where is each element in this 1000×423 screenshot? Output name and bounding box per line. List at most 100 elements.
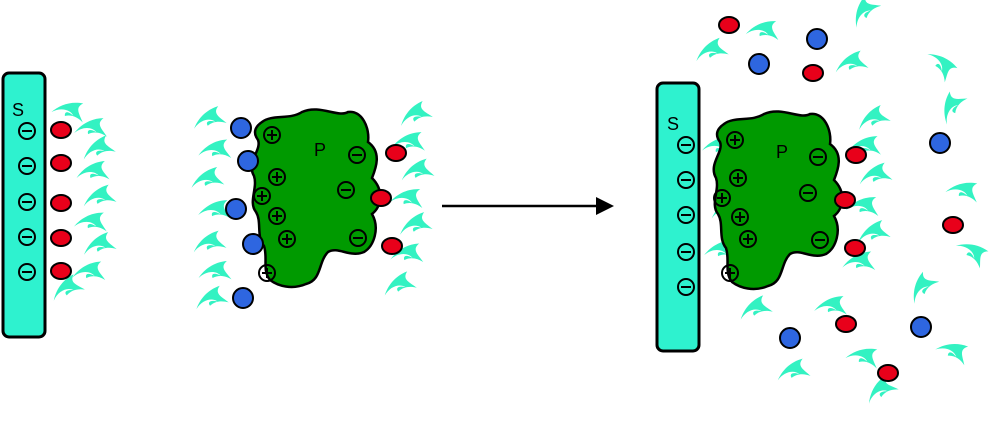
cation — [835, 315, 857, 333]
water-molecule — [51, 94, 89, 124]
released-species — [693, 0, 993, 404]
process-arrow — [442, 197, 614, 215]
cation — [385, 144, 407, 162]
water-molecule — [72, 258, 108, 282]
cation — [50, 229, 72, 247]
negative-charge — [337, 181, 355, 199]
protein-body-after — [712, 110, 844, 291]
released-cations — [718, 16, 964, 382]
water-molecule — [902, 267, 940, 304]
protein-positive-charges — [253, 126, 296, 282]
water-molecule — [399, 157, 435, 181]
cation — [50, 121, 72, 139]
cation — [381, 237, 403, 255]
water-molecule — [955, 232, 993, 270]
negative-charge — [18, 193, 36, 211]
water-molecule — [73, 207, 110, 233]
positive-charge — [731, 208, 749, 226]
cation — [50, 262, 72, 280]
positive-charge — [268, 168, 286, 186]
protein-negative-charges — [337, 146, 367, 247]
cation — [877, 364, 899, 382]
cation — [942, 216, 964, 234]
protein-negative-charges-after — [799, 148, 829, 249]
cation — [50, 194, 72, 212]
protein-counter-cations-after — [834, 146, 867, 257]
positive-charge — [739, 230, 757, 248]
anion — [242, 233, 264, 255]
water-molecule — [932, 86, 969, 125]
water-molecule — [855, 219, 891, 243]
left-surface-group: S — [1, 71, 117, 339]
water-molecule — [389, 183, 427, 210]
negative-charge — [348, 146, 366, 164]
cation — [834, 191, 856, 209]
water-molecule — [79, 134, 117, 160]
left-protein-group: P — [190, 99, 435, 310]
protein-counter-anions — [225, 117, 264, 309]
anion — [806, 28, 828, 50]
water-molecule — [814, 292, 850, 316]
water-molecule — [76, 159, 111, 181]
water-molecule — [854, 103, 892, 130]
surface-negative-charges-after — [677, 136, 695, 296]
anion — [748, 53, 770, 75]
negative-charge — [677, 136, 695, 154]
water-molecule — [844, 0, 882, 28]
negative-charge — [18, 228, 36, 246]
cation — [845, 146, 867, 164]
water-molecule — [81, 231, 117, 255]
anion — [230, 117, 252, 139]
water-molecule — [198, 136, 234, 160]
positive-charge — [726, 131, 744, 149]
surface-label: S — [12, 100, 24, 120]
protein-counter-cations — [370, 144, 407, 255]
negative-charge — [811, 231, 829, 249]
water-molecule — [191, 229, 227, 253]
anion — [237, 150, 259, 172]
water-molecule — [935, 333, 974, 367]
positive-charge — [729, 169, 747, 187]
water-molecule — [198, 259, 233, 281]
positive-charge — [268, 207, 286, 225]
water-molecule — [927, 44, 961, 83]
water-molecule — [945, 174, 983, 204]
anion — [232, 287, 254, 309]
water-molecule — [745, 15, 783, 42]
water-molecule — [193, 284, 229, 310]
positive-charge — [258, 264, 276, 282]
anion — [225, 198, 247, 220]
negative-charge — [677, 206, 695, 224]
negative-charge — [18, 263, 36, 281]
negative-charge — [18, 122, 36, 140]
positive-charge — [721, 264, 739, 282]
water-molecule — [857, 161, 893, 185]
anion — [779, 327, 801, 349]
protein-positive-charges-after — [713, 131, 757, 282]
negative-charge — [349, 229, 367, 247]
surface-counter-cations — [50, 121, 72, 280]
water-molecule — [191, 105, 227, 129]
positive-charge — [278, 230, 296, 248]
negative-charge — [18, 157, 36, 175]
cation — [718, 16, 740, 34]
cation — [370, 189, 392, 207]
right-adsorbed-group: S P — [655, 81, 893, 353]
surface-negative-charges — [18, 122, 36, 281]
water-molecule — [736, 294, 774, 320]
protein-label: P — [314, 140, 326, 160]
water-molecule — [396, 99, 434, 126]
negative-charge — [799, 184, 817, 202]
negative-charge — [677, 171, 695, 189]
cation — [50, 154, 72, 172]
protein-label-after: P — [776, 142, 788, 162]
water-molecule — [190, 166, 225, 188]
anion — [929, 132, 951, 154]
anion — [910, 316, 932, 338]
water-molecule — [380, 270, 418, 296]
water-molecule — [833, 49, 869, 73]
cation — [844, 239, 866, 257]
negative-charge — [677, 243, 695, 261]
water-molecule — [845, 340, 883, 370]
